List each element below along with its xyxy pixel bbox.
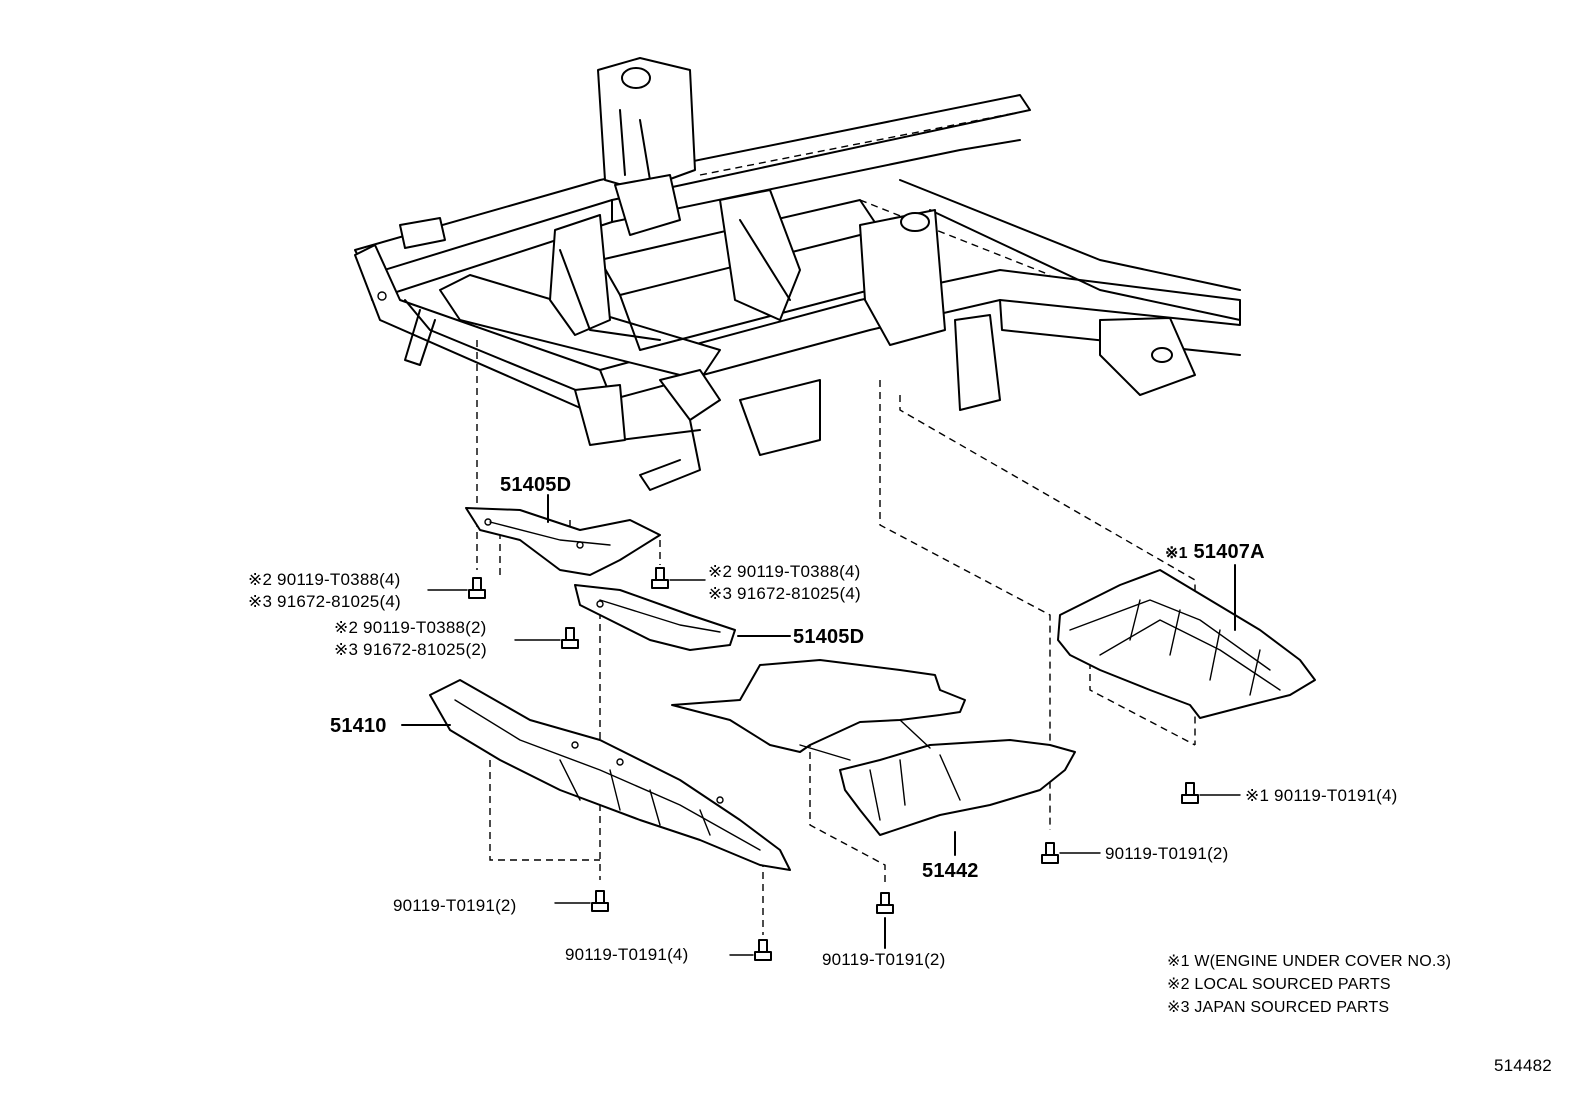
bolt-label-51407a: ※1 90119-T0191(4) bbox=[1245, 786, 1398, 806]
bolt-label-right-b-number: 91672-81025(4) bbox=[737, 584, 861, 603]
callout-51405d-lower: 51405D bbox=[793, 626, 865, 648]
label-leader-lines bbox=[427, 579, 1241, 956]
bolt-label-51442-right: 90119-T0191(2) bbox=[1105, 844, 1229, 863]
bolt-label-left-a-mark: ※2 bbox=[248, 570, 273, 589]
callout-51410: 51410 bbox=[330, 715, 387, 737]
callout-51407a: ※1 51407A bbox=[1165, 541, 1265, 565]
diagram-code: 514482 bbox=[1494, 1056, 1552, 1075]
bolt-label-mid-b-mark: ※3 bbox=[334, 640, 359, 659]
bolt-label-right-b-mark: ※3 bbox=[708, 584, 733, 603]
bolt-label-left-b-mark: ※3 bbox=[248, 592, 273, 611]
bolt-label-left-a: ※2 90119-T0388(4) bbox=[248, 570, 401, 590]
bolt-label-left-a-number: 90119-T0388(4) bbox=[277, 570, 401, 589]
bolt-label-right-b: ※3 91672-81025(4) bbox=[708, 584, 861, 604]
bolt-label-right-a: ※2 90119-T0388(4) bbox=[708, 562, 861, 582]
vehicle-frame bbox=[354, 57, 1241, 491]
callout-51442: 51442 bbox=[922, 860, 979, 882]
callout-51407a-mark: ※1 bbox=[1165, 545, 1188, 562]
bolt-label-mid-a: ※2 90119-T0388(2) bbox=[334, 618, 487, 638]
callout-51405d-upper: 51405D bbox=[500, 474, 572, 496]
part-51442 bbox=[671, 659, 1076, 856]
part-51410 bbox=[401, 679, 791, 871]
bolt-label-left-b-number: 91672-81025(4) bbox=[277, 592, 401, 611]
bolt-label-51407a-number: 90119-T0191(4) bbox=[1274, 786, 1398, 805]
bolt-label-right-a-number: 90119-T0388(4) bbox=[737, 562, 861, 581]
legend-note-2: ※2 LOCAL SOURCED PARTS bbox=[1167, 976, 1391, 993]
bolt-label-mid-b-number: 91672-81025(2) bbox=[363, 640, 487, 659]
legend-note-1: ※1 W(ENGINE UNDER COVER NO.3) bbox=[1167, 953, 1452, 970]
callout-51407a-number: 51407A bbox=[1193, 541, 1265, 563]
bolt-label-51442-bottom: 90119-T0191(2) bbox=[822, 950, 946, 969]
bolt-label-right-a-mark: ※2 bbox=[708, 562, 733, 581]
bolt-label-51407a-mark: ※1 bbox=[1245, 786, 1270, 805]
bolt-label-51410-a: 90119-T0191(2) bbox=[393, 896, 517, 915]
bolt-label-mid-a-mark: ※2 bbox=[334, 618, 359, 637]
bolt-label-mid-a-number: 90119-T0388(2) bbox=[363, 618, 487, 637]
bolt-label-left-b: ※3 91672-81025(4) bbox=[248, 592, 401, 612]
part-51405d-upper bbox=[465, 494, 661, 576]
bolt-icons bbox=[468, 567, 1199, 961]
part-51405d-lower bbox=[574, 584, 791, 651]
bolt-label-mid-b: ※3 91672-81025(2) bbox=[334, 640, 487, 660]
bolt-label-51410-b: 90119-T0191(4) bbox=[565, 945, 689, 964]
legend-note-3: ※3 JAPAN SOURCED PARTS bbox=[1167, 999, 1390, 1016]
part-51407a bbox=[1057, 564, 1316, 719]
